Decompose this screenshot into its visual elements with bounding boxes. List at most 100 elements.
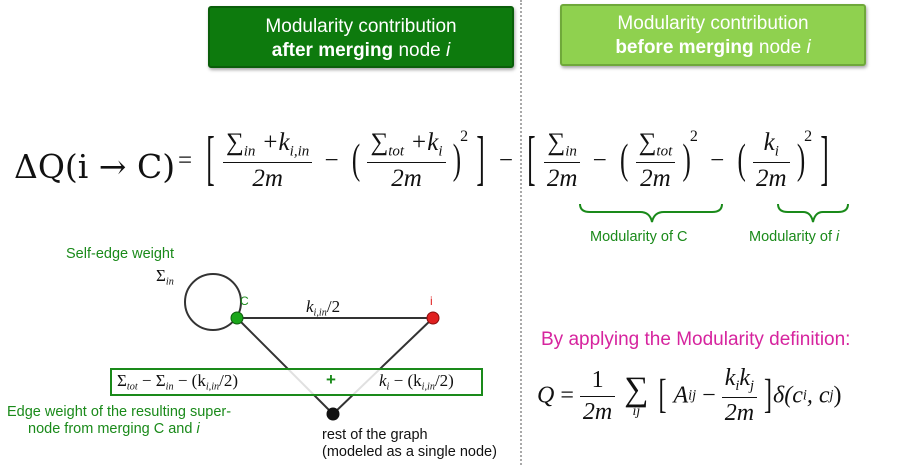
q-kk-over-2m: kikj 2m	[721, 365, 758, 427]
modularity-definition-formula: Q = 1 2m ∑ ij [ Aij − kikj 2m ]δ(ci, cj)	[537, 365, 842, 427]
ki-sub: i	[438, 143, 443, 160]
q-comma: , c	[806, 382, 830, 409]
delta-q-lhs: ΔQ(i → C)	[14, 147, 176, 186]
q-kk-num: kikj	[721, 365, 758, 399]
after-header-bold: after merging	[271, 40, 394, 61]
edge-ci-k: k	[306, 297, 314, 316]
sw-minus-sigma: − Σ	[137, 371, 166, 390]
super-edge-desc-text: node from merging C and	[28, 421, 197, 437]
right-paren-1: )	[452, 137, 462, 184]
super-weight-plus: +	[326, 370, 336, 389]
ki-k: k	[763, 129, 775, 157]
after-merging-header: Modularity contribution after merging no…	[208, 6, 514, 68]
q-cj-sub: j	[829, 387, 834, 404]
q-equals: =	[554, 382, 580, 409]
edge-ci-tail: /2	[326, 297, 341, 316]
q-sum-sym: ∑	[624, 371, 649, 409]
node-i	[426, 311, 440, 325]
sum-tot-sub: tot	[388, 143, 405, 160]
minus-4: −	[710, 147, 725, 175]
right-paren-2: )	[682, 137, 691, 184]
frac3-den: 2m	[546, 165, 578, 193]
before-header-line2: before merging node i	[562, 36, 864, 60]
frac5-num: ki	[753, 129, 790, 164]
frac5-den: 2m	[756, 165, 787, 193]
self-edge-sub: in	[165, 276, 174, 288]
sum-tot-sub-2: tot	[656, 143, 673, 160]
frac3-num: ∑in	[543, 129, 581, 164]
node-rest	[326, 407, 340, 421]
super-edge-desc-var: i	[196, 421, 200, 437]
right-bracket-2: ]	[820, 127, 829, 193]
before-header-bold: before merging	[615, 37, 754, 58]
sw-minus-k2: − (k	[389, 371, 422, 390]
sw-half: /2)	[219, 371, 239, 390]
sw-k2: k	[379, 371, 387, 390]
self-edge-sigma: Σ	[156, 266, 166, 285]
fraction-tot-plus-k: ∑tot +ki 2m	[367, 129, 446, 193]
q-a-sub: ij	[688, 387, 697, 404]
frac1-num: ∑in +ki,in	[222, 129, 313, 164]
brace-modularity-i	[777, 203, 849, 223]
left-paren-3: (	[737, 137, 746, 184]
after-header-line1: Modularity contribution	[265, 16, 457, 37]
label-rest-modeled: (modeled as a single node)	[322, 444, 497, 460]
q-right-bracket: ]	[764, 373, 773, 418]
q-sum: ∑ ij	[624, 373, 648, 419]
k-sub: i,in	[289, 143, 310, 160]
label-node-i: i	[430, 294, 433, 308]
label-super-edge-desc-1: Edge weight of the resulting super-	[7, 404, 232, 420]
minus-1: −	[324, 147, 339, 175]
frac4-den: 2m	[640, 165, 671, 193]
after-header-line2: after merging node i	[210, 39, 512, 63]
before-merging-header: Modularity contribution before merging n…	[560, 4, 866, 66]
fraction-tot: ∑tot 2m	[635, 129, 676, 193]
delta-q-rhs: = [ ∑in +ki,in 2m − ( ∑tot +ki 2m )2 ] −…	[172, 128, 831, 193]
minus-2: −	[498, 147, 514, 175]
self-loop	[184, 273, 242, 331]
sum-in-sub-2: in	[565, 143, 577, 160]
q-one: 1	[579, 367, 616, 397]
label-edge-c-i: ki,in/2	[306, 297, 340, 319]
after-header-var: i	[446, 40, 451, 61]
fraction-ki: ki 2m	[753, 129, 790, 193]
sw-half2: /2)	[434, 371, 454, 390]
ki-sub-2: i	[774, 143, 779, 160]
sw-i: i	[386, 381, 390, 393]
q-minus: −	[696, 382, 722, 409]
power-2: 2	[689, 128, 698, 145]
edge-c-rest	[236, 317, 334, 415]
left-paren-1: (	[351, 137, 361, 184]
label-modularity-i-var: i	[836, 229, 840, 245]
equals-sign: =	[178, 147, 193, 175]
left-paren-2: (	[620, 137, 629, 184]
q-close: )	[833, 382, 842, 409]
q-kj-sub: j	[750, 378, 755, 395]
right-bracket-1: ]	[476, 127, 485, 193]
before-header-var: i	[806, 37, 811, 58]
after-header-node: node	[393, 40, 446, 61]
q-a: A	[673, 382, 689, 409]
sum-in-sub: in	[243, 143, 256, 160]
sw-k2-sub: i,in	[421, 381, 435, 393]
label-modularity-definition: By applying the Modularity definition:	[541, 329, 851, 350]
label-rest-of-graph: rest of the graph	[322, 427, 428, 443]
label-super-edge-desc-2: node from merging C and i	[28, 421, 200, 437]
sw-tot: tot	[126, 381, 138, 393]
brace-modularity-c	[579, 203, 723, 223]
sum-in-sym: ∑	[225, 129, 244, 157]
before-header-line1: Modularity contribution	[617, 13, 809, 34]
q-left-bracket: [	[658, 373, 667, 418]
label-node-c: C	[240, 294, 249, 308]
q-k1: k	[724, 365, 736, 391]
label-modularity-i: Modularity of i	[749, 229, 839, 245]
edge-ci-sub: i,in	[313, 307, 327, 319]
plus-k: +k	[255, 129, 290, 157]
q-sum-sub: ij	[632, 404, 641, 420]
sum-tot-sym-2: ∑	[638, 129, 657, 157]
sw-sigma-1: Σ	[117, 371, 127, 390]
q-2m: 2m	[582, 398, 613, 425]
q-kk-den: 2m	[724, 400, 755, 427]
q-one-over-2m: 1 2m	[579, 367, 616, 426]
sum-in-sym-2: ∑	[547, 129, 566, 157]
